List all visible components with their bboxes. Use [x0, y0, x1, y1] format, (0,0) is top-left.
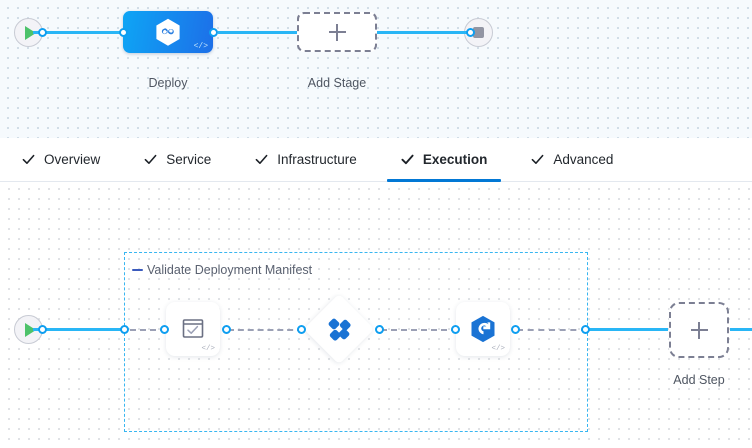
- play-icon: [24, 25, 36, 40]
- minus-icon[interactable]: [132, 269, 143, 271]
- execution-canvas[interactable]: Validate Deployment Manifest </> Dry Run: [0, 182, 752, 448]
- shell-script-check-icon: [182, 319, 204, 338]
- port-rolling-out[interactable]: [511, 325, 520, 334]
- check-icon: [401, 154, 414, 165]
- exec-link-group-to-addstep: [586, 328, 668, 331]
- rolling-deployment-icon: [471, 315, 495, 343]
- tab-label: Service: [166, 152, 212, 167]
- stage-link-deploy-to-add: [218, 31, 308, 34]
- exec-link-dryrun-to-approve: [228, 329, 303, 331]
- port-deploy-in[interactable]: [119, 28, 128, 37]
- stage-link-add-to-end: [368, 31, 472, 34]
- exec-link-rolling-to-groupend: [517, 329, 587, 331]
- port-approve-out[interactable]: [375, 325, 384, 334]
- tab-label: Execution: [422, 152, 488, 167]
- port-group-in[interactable]: [120, 325, 129, 334]
- check-icon: [22, 154, 35, 165]
- step-code-badge[interactable]: </>: [491, 345, 505, 353]
- tab-label: Infrastructure: [277, 152, 357, 167]
- step-node-rolling-deployment[interactable]: </>: [456, 302, 510, 356]
- tab-execution[interactable]: Execution: [379, 138, 510, 182]
- exec-link-approve-to-rolling: [381, 329, 457, 331]
- tab-service[interactable]: Service: [122, 138, 233, 182]
- exec-link-group-to-dryrun: [130, 329, 166, 331]
- port-dryrun-out[interactable]: [222, 325, 231, 334]
- play-icon: [24, 322, 36, 337]
- tab-label: Advanced: [553, 152, 614, 167]
- stage-tab-bar: Overview Service Infrastructure Executio…: [0, 138, 752, 182]
- step-code-badge[interactable]: </>: [201, 345, 215, 353]
- tab-label: Overview: [44, 152, 101, 167]
- port-exec-start-out[interactable]: [38, 325, 47, 334]
- step-group-title[interactable]: Validate Deployment Manifest: [132, 263, 312, 277]
- stage-node-deploy[interactable]: </>: [123, 11, 213, 53]
- stage-code-badge[interactable]: </>: [193, 42, 208, 51]
- add-step-label: Add Step: [673, 373, 725, 387]
- exec-link-addstep-to-right: [730, 328, 752, 331]
- exec-link-start-to-group: [33, 328, 126, 331]
- check-icon: [144, 154, 157, 165]
- port-end-in[interactable]: [466, 28, 475, 37]
- check-icon: [255, 154, 268, 165]
- port-approve-in[interactable]: [297, 325, 306, 334]
- add-stage-button[interactable]: [297, 12, 377, 52]
- stage-link-start-to-deploy: [33, 31, 133, 34]
- plus-icon: [690, 321, 708, 339]
- check-icon: [531, 154, 544, 165]
- plus-icon: [328, 23, 346, 41]
- tab-infrastructure[interactable]: Infrastructure: [233, 138, 379, 182]
- tab-overview[interactable]: Overview: [0, 138, 122, 182]
- port-rolling-in[interactable]: [451, 325, 460, 334]
- stop-icon: [473, 27, 484, 38]
- port-group-out[interactable]: [581, 325, 590, 334]
- step-group-validate-deployment-manifest[interactable]: [124, 252, 588, 432]
- stage-canvas[interactable]: </> Deploy Add Stage: [0, 0, 752, 138]
- port-start-out[interactable]: [38, 28, 47, 37]
- harness-approval-icon: [326, 316, 352, 342]
- harness-infinity-icon: [156, 18, 180, 46]
- port-deploy-out[interactable]: [209, 28, 218, 37]
- stage-label-deploy: Deploy: [148, 76, 188, 90]
- step-node-dry-run[interactable]: </>: [166, 302, 220, 356]
- add-step-button[interactable]: [669, 302, 729, 358]
- step-group-title-label: Validate Deployment Manifest: [147, 263, 313, 277]
- port-dryrun-in[interactable]: [160, 325, 169, 334]
- add-stage-label: Add Stage: [307, 76, 367, 90]
- tab-advanced[interactable]: Advanced: [509, 138, 635, 182]
